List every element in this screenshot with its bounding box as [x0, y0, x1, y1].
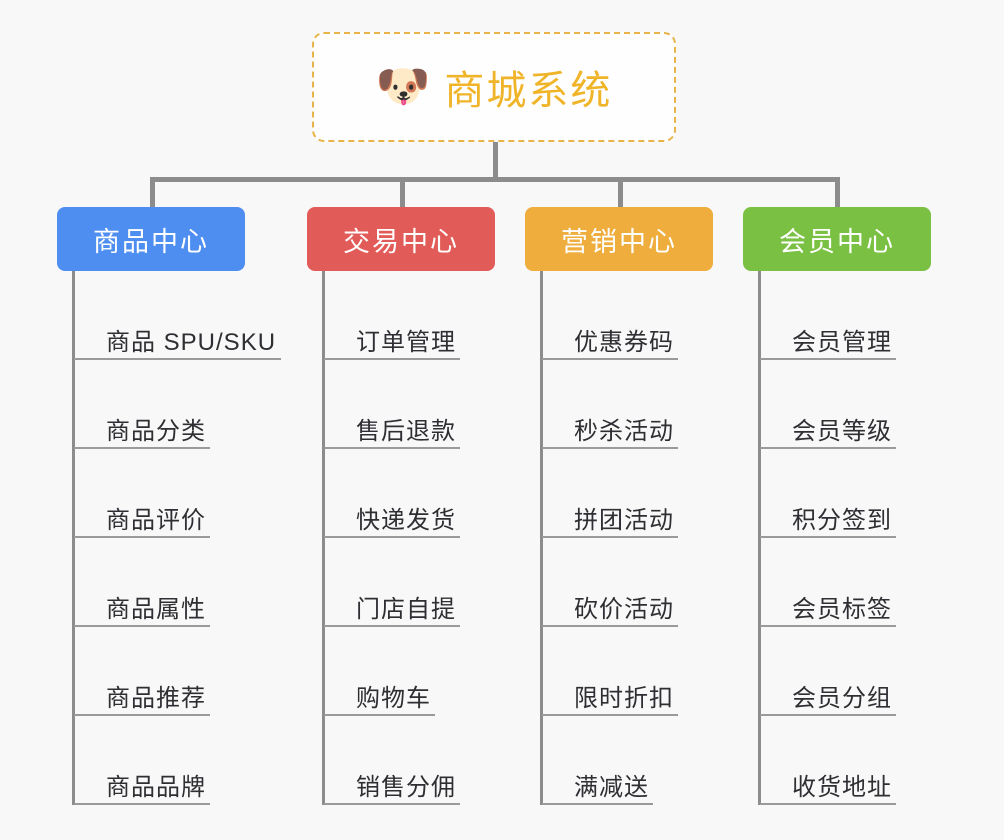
category-header-shangpin[interactable]: 商品中心: [57, 207, 245, 271]
list-item[interactable]: 砍价活动: [542, 538, 713, 627]
category-header-jiaoyi[interactable]: 交易中心: [307, 207, 495, 271]
item-label: 满减送: [574, 773, 649, 801]
list-item[interactable]: 限时折扣: [542, 627, 713, 716]
root-title: 商城系统: [444, 69, 613, 113]
connector-stem: [493, 142, 498, 180]
item-label: 积分签到: [792, 506, 892, 534]
item-underline: [542, 358, 678, 360]
item-label: 商品属性: [106, 595, 206, 623]
list-item[interactable]: 商品 SPU/SKU: [74, 271, 281, 360]
item-underline: [324, 803, 460, 805]
item-underline: [74, 625, 210, 627]
list-item[interactable]: 会员等级: [760, 360, 931, 449]
list-item[interactable]: 会员标签: [760, 538, 931, 627]
item-label: 收货地址: [792, 773, 892, 801]
list-item[interactable]: 快递发货: [324, 449, 495, 538]
item-underline: [74, 803, 210, 805]
item-label: 会员标签: [792, 595, 892, 623]
list-item[interactable]: 积分签到: [760, 449, 931, 538]
list-item[interactable]: 优惠券码: [542, 271, 713, 360]
item-underline: [324, 358, 460, 360]
item-label: 限时折扣: [574, 684, 674, 712]
list-item[interactable]: 购物车: [324, 627, 495, 716]
item-underline: [542, 536, 678, 538]
item-label: 秒杀活动: [574, 417, 674, 445]
item-underline: [760, 447, 896, 449]
item-underline: [760, 714, 896, 716]
item-underline: [324, 625, 460, 627]
list-item[interactable]: 收货地址: [760, 716, 931, 805]
category-items-3: 优惠券码 秒杀活动 拼团活动 砍价活动 限时折扣 满减送: [525, 271, 713, 805]
item-underline: [74, 714, 210, 716]
category-column-4: 会员中心 会员管理 会员等级 积分签到 会员标签 会员分组 收货地址: [743, 207, 931, 805]
list-item[interactable]: 商品评价: [74, 449, 245, 538]
list-item[interactable]: 商品属性: [74, 538, 245, 627]
connector-bus: [150, 177, 840, 182]
category-column-1: 商品中心 商品 SPU/SKU 商品分类 商品评价 商品属性 商品推荐 商品品牌: [57, 207, 281, 805]
list-item[interactable]: 满减送: [542, 716, 713, 805]
item-underline: [74, 536, 210, 538]
item-underline: [542, 803, 653, 805]
item-underline: [760, 536, 896, 538]
item-label: 商品品牌: [106, 773, 206, 801]
item-underline: [324, 447, 460, 449]
category-column-2: 交易中心 订单管理 售后退款 快递发货 门店自提 购物车 销售分佣: [307, 207, 495, 805]
item-underline: [760, 358, 896, 360]
item-label: 售后退款: [356, 417, 456, 445]
item-label: 商品评价: [106, 506, 206, 534]
item-underline: [760, 625, 896, 627]
connector-drop-1: [150, 177, 155, 207]
item-underline: [324, 714, 435, 716]
connector-drop-4: [835, 177, 840, 207]
list-item[interactable]: 售后退款: [324, 360, 495, 449]
item-underline: [542, 447, 678, 449]
item-label: 优惠券码: [574, 328, 674, 356]
category-items-2: 订单管理 售后退款 快递发货 门店自提 购物车 销售分佣: [307, 271, 495, 805]
item-label: 商品分类: [106, 417, 206, 445]
shiba-dog-face-icon: 🐶: [375, 62, 431, 111]
list-item[interactable]: 销售分佣: [324, 716, 495, 805]
item-label: 商品 SPU/SKU: [106, 328, 277, 356]
category-header-yingxiao[interactable]: 营销中心: [525, 207, 713, 271]
item-label: 会员管理: [792, 328, 892, 356]
item-underline: [74, 358, 281, 360]
category-items-1: 商品 SPU/SKU 商品分类 商品评价 商品属性 商品推荐 商品品牌: [57, 271, 281, 805]
item-label: 拼团活动: [574, 506, 674, 534]
item-label: 会员等级: [792, 417, 892, 445]
list-item[interactable]: 会员分组: [760, 627, 931, 716]
item-label: 会员分组: [792, 684, 892, 712]
list-item[interactable]: 拼团活动: [542, 449, 713, 538]
list-item[interactable]: 商品推荐: [74, 627, 245, 716]
item-underline: [760, 803, 896, 805]
list-item[interactable]: 订单管理: [324, 271, 495, 360]
item-label: 购物车: [356, 684, 431, 712]
item-label: 门店自提: [356, 595, 456, 623]
item-label: 商品推荐: [106, 684, 206, 712]
category-items-4: 会员管理 会员等级 积分签到 会员标签 会员分组 收货地址: [743, 271, 931, 805]
connector-drop-2: [400, 177, 405, 207]
category-header-huiyuan[interactable]: 会员中心: [743, 207, 931, 271]
root-node[interactable]: 🐶 商城系统: [312, 32, 676, 142]
list-item[interactable]: 秒杀活动: [542, 360, 713, 449]
item-label: 订单管理: [356, 328, 456, 356]
list-item[interactable]: 商品分类: [74, 360, 245, 449]
category-column-3: 营销中心 优惠券码 秒杀活动 拼团活动 砍价活动 限时折扣 满减送: [525, 207, 713, 805]
item-underline: [324, 536, 460, 538]
item-label: 砍价活动: [574, 595, 674, 623]
list-item[interactable]: 会员管理: [760, 271, 931, 360]
item-label: 快递发货: [356, 506, 456, 534]
list-item[interactable]: 门店自提: [324, 538, 495, 627]
list-item[interactable]: 商品品牌: [74, 716, 245, 805]
connector-drop-3: [618, 177, 623, 207]
item-underline: [542, 714, 678, 716]
item-label: 销售分佣: [356, 773, 456, 801]
item-underline: [542, 625, 678, 627]
item-underline: [74, 447, 210, 449]
